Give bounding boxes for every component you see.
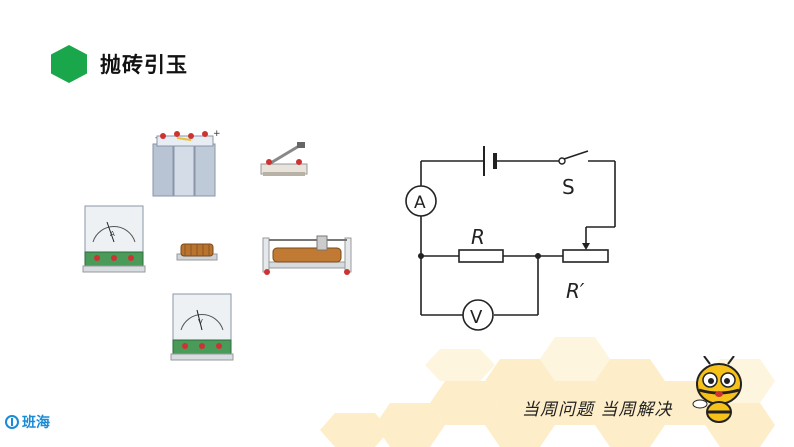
battery-symbol [483, 146, 497, 176]
rheostat-symbol [562, 226, 615, 263]
rheostat-label: R′ [566, 279, 585, 303]
resistor-symbol [458, 249, 504, 263]
page-title: 抛砖引玉 [100, 53, 188, 77]
battery-pack-image: - + [152, 129, 221, 197]
voltmeter-dial-label: V [198, 318, 203, 326]
banhai-logo: 班海 [4, 412, 50, 432]
ammeter-label: A [414, 193, 426, 213]
section-header: 抛砖引玉 [50, 44, 188, 84]
logo-text: 班海 [22, 415, 50, 431]
switch-symbol [558, 150, 589, 165]
bee-mascot-icon [692, 356, 742, 423]
knife-switch-image [260, 142, 308, 176]
voltmeter-label: V [470, 307, 483, 328]
ammeter-symbol: A [405, 185, 437, 217]
ammeter-meter-image: A [82, 205, 146, 273]
junction-dot [418, 253, 424, 259]
resistor-image [176, 243, 218, 261]
hexagon-icon [51, 45, 87, 83]
voltmeter-symbol: V [462, 299, 494, 331]
resistor-label: R [471, 225, 485, 249]
junction-dot [535, 253, 541, 259]
svg-text:+: + [213, 129, 221, 139]
logo-icon [5, 415, 19, 429]
apparatus-illustrations: - + A [82, 129, 352, 361]
switch-label: S [562, 175, 575, 199]
ammeter-dial-label: A [110, 230, 115, 238]
slogan-text: 当周问题 当周解决 [522, 400, 673, 420]
rheostat-image [262, 235, 352, 275]
voltmeter-meter-image: V [170, 293, 234, 361]
